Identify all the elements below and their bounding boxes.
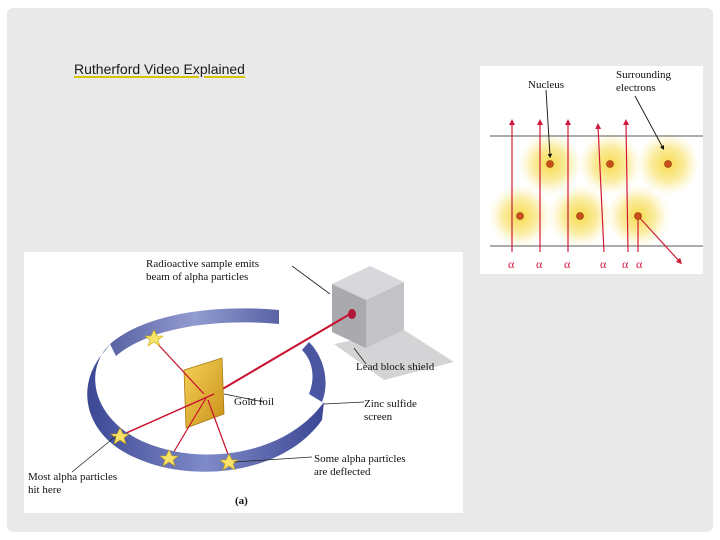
deflected-track-2 <box>171 397 207 456</box>
alpha-beam <box>213 313 351 395</box>
label-zinc-line2: screen <box>364 411 393 423</box>
rutherford-video-link[interactable]: Rutherford Video Explained <box>74 61 245 77</box>
label-most-line1: Most alpha particles <box>28 471 117 483</box>
alpha-symbol: α <box>564 257 571 271</box>
zinc-sulfide-screen-back <box>110 308 279 356</box>
radioactive-sample <box>348 309 356 319</box>
atomic-scattering-diagram: Nucleus Surrounding electrons α α α α α … <box>480 66 703 274</box>
label-panel-a: (a) <box>235 495 248 507</box>
deflected-track-3 <box>207 399 230 458</box>
alpha-symbols: α α α α α α <box>508 257 643 271</box>
lead-block-top <box>332 266 404 300</box>
rutherford-apparatus-diagram: Radioactive sample emits beam of alpha p… <box>24 252 463 513</box>
alpha-symbol: α <box>600 257 607 271</box>
label-source-line2: beam of alpha particles <box>146 271 248 283</box>
gold-foil-sheet <box>183 357 225 429</box>
label-electrons-line1: Surrounding <box>616 69 672 81</box>
label-nucleus: Nucleus <box>528 79 564 91</box>
label-electrons-line2: electrons <box>616 82 656 94</box>
label-most-line2: hit here <box>28 484 61 496</box>
label-pointers <box>71 265 367 473</box>
label-pointers <box>545 89 665 159</box>
alpha-tracks <box>509 119 683 265</box>
alpha-symbol: α <box>636 257 643 271</box>
label-deflected-line1: Some alpha particles <box>314 453 406 465</box>
zinc-sulfide-screen-right <box>302 342 326 402</box>
label-gold-foil: Gold foil <box>234 396 274 408</box>
nuclei <box>516 160 672 220</box>
label-zinc-line1: Zinc sulfide <box>364 398 417 410</box>
lead-block-side <box>366 282 404 348</box>
electron-clouds <box>488 132 700 248</box>
undeflected-track <box>123 393 215 435</box>
alpha-symbol: α <box>622 257 629 271</box>
alpha-symbol: α <box>536 257 543 271</box>
deflected-track-1 <box>153 339 205 395</box>
alpha-symbol: α <box>508 257 515 271</box>
label-deflected-line2: are deflected <box>314 466 371 478</box>
label-lead-block: Lead block shield <box>356 361 435 373</box>
label-source-line1: Radioactive sample emits <box>146 258 259 270</box>
scintillation-flashes <box>110 329 239 471</box>
